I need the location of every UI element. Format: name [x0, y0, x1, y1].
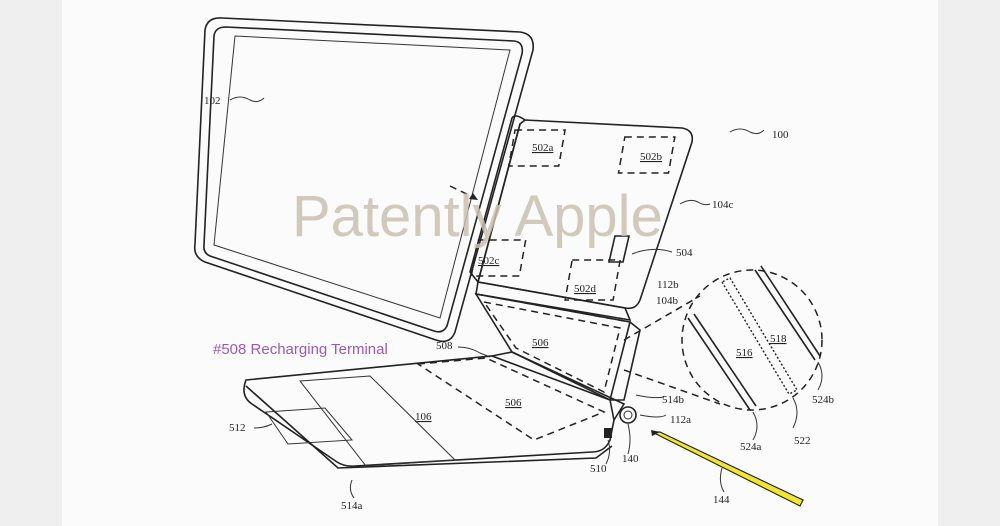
region-502c [470, 239, 527, 277]
label-106: 106 [415, 411, 432, 423]
label-100: 100 [772, 129, 789, 141]
label-516: 516 [736, 347, 753, 359]
label-112b: 112b [657, 279, 679, 291]
region-502a [507, 129, 566, 167]
leader-512 [253, 423, 273, 429]
label-510: 510 [590, 463, 607, 475]
leader-524a [752, 411, 758, 441]
label-508: 508 [436, 340, 453, 352]
stylus-144 [651, 430, 804, 507]
label-522: 522 [794, 435, 811, 447]
leader-100 [729, 128, 765, 135]
label-102: 102 [204, 95, 221, 107]
leader-102 [229, 96, 265, 103]
label-524b: 524b [812, 394, 835, 406]
detail-magnifier [623, 265, 823, 411]
label-502d: 502d [574, 283, 597, 295]
arrow-102 [449, 185, 476, 199]
caption-recharging-terminal: #508 Recharging Terminal [213, 341, 388, 358]
region-502b [617, 136, 676, 174]
hinge-112a [619, 406, 637, 424]
label-502c: 502c [478, 255, 500, 267]
arrowhead-icon [469, 193, 478, 200]
leader-510 [605, 439, 611, 465]
label-518: 518 [770, 333, 787, 345]
label-144: 144 [713, 494, 730, 506]
middle-panel [474, 292, 641, 402]
label-524a: 524a [740, 441, 762, 453]
leader-514a [349, 479, 355, 499]
region-502d [564, 259, 622, 301]
label-140: 140 [622, 453, 639, 465]
label-502b: 502b [640, 151, 663, 163]
label-506-lower: 506 [505, 397, 522, 409]
leader-522 [792, 397, 798, 429]
label-104b: 104b [656, 295, 679, 307]
label-506-upper: 506 [532, 337, 549, 349]
leader-112a [639, 414, 667, 418]
label-502a: 502a [532, 142, 554, 154]
label-514a: 514a [341, 500, 363, 512]
leader-524b [817, 361, 823, 391]
leader-514b [635, 394, 665, 399]
label-104c: 104c [712, 199, 734, 211]
watermark: Patently Apple [292, 184, 663, 249]
keyboard-base [243, 351, 626, 469]
label-504: 504 [676, 247, 693, 259]
leader-508 [457, 346, 491, 358]
label-512: 512 [229, 422, 246, 434]
label-514b: 514b [662, 394, 685, 406]
leader-104c [679, 199, 711, 206]
leader-504 [631, 248, 673, 255]
hinge-inner [623, 410, 633, 420]
leader-144 [719, 467, 725, 493]
label-112a: 112a [670, 414, 691, 426]
tablet-device [193, 17, 535, 343]
leader-140 [627, 423, 631, 455]
recharging-terminal-510 [604, 428, 612, 438]
